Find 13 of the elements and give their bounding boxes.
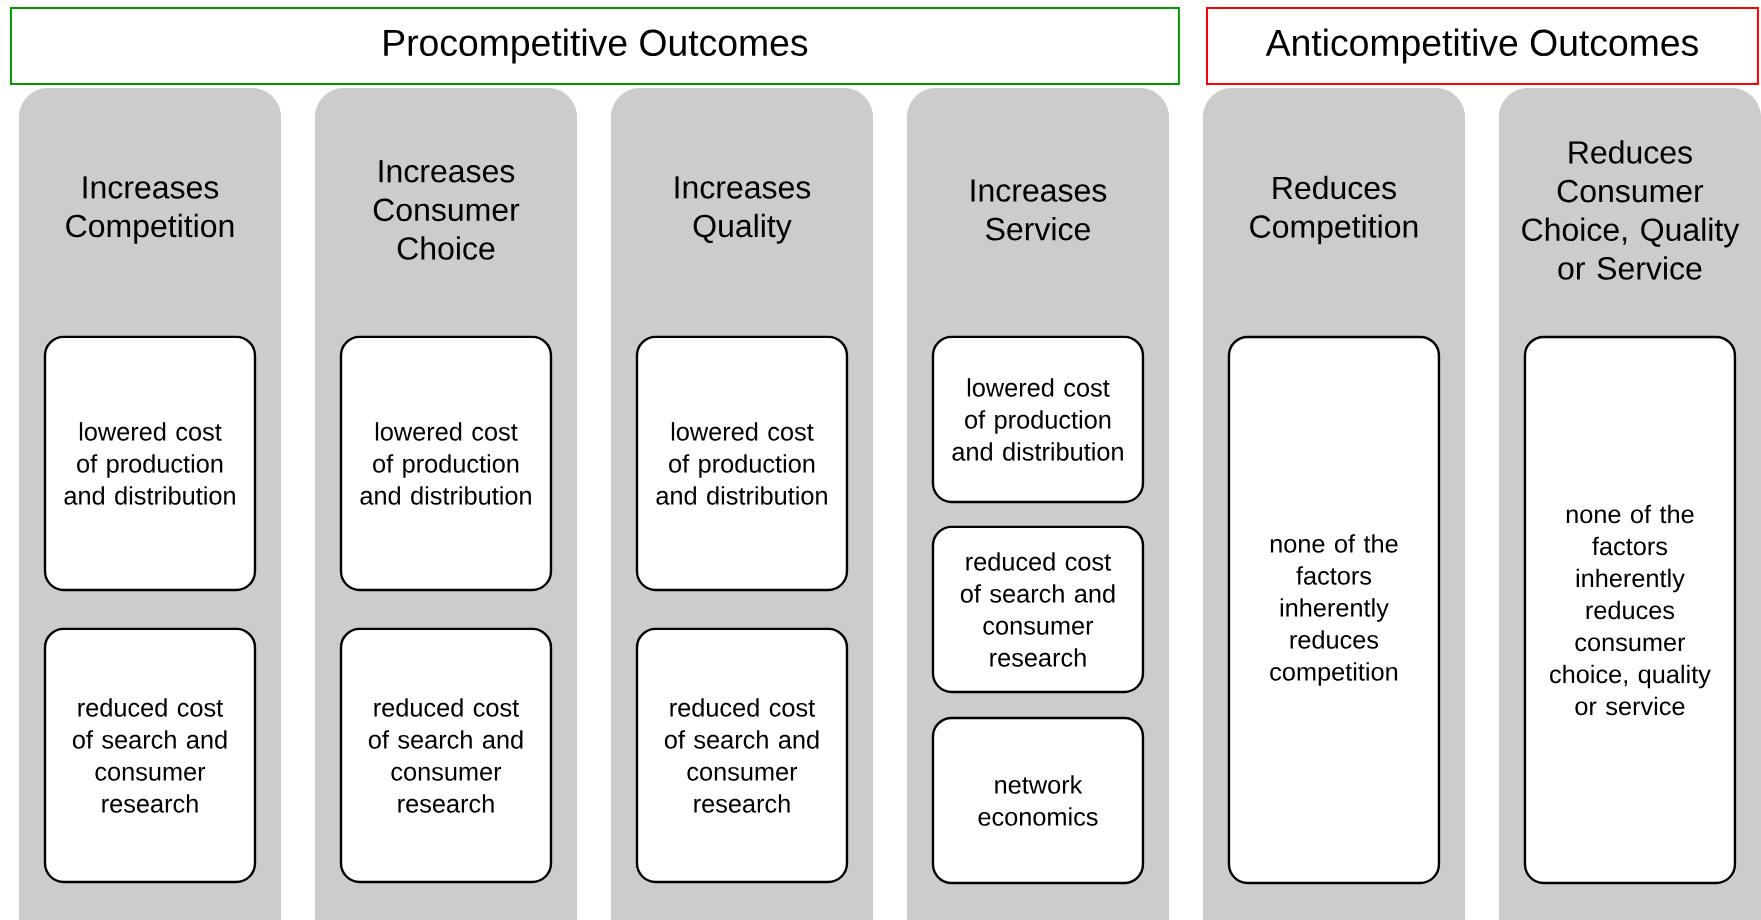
factor-box: lowered cost of production and distribution — [339, 335, 553, 592]
factor-box: reduced cost of search and consumer research — [43, 627, 257, 884]
factor-box: reduced cost of search and consumer research — [635, 627, 849, 884]
section-header: Procompetitive Outcomes — [9, 7, 1180, 85]
section-header: Anticompetitive Outcomes — [1206, 7, 1759, 85]
factor-box: lowered cost of production and distribution — [635, 335, 849, 592]
factor-box: lowered cost of production and distribution — [931, 335, 1145, 504]
factor-box: reduced cost of search and consumer research — [931, 525, 1145, 694]
factor-box: none of the factors inherently reduces consumer choice, quality or service — [1523, 335, 1737, 885]
factor-box: network economics — [931, 716, 1145, 885]
factor-box: reduced cost of search and consumer research — [339, 627, 553, 884]
factor-box: none of the factors inherently reduces competition — [1227, 335, 1441, 885]
factor-box: lowered cost of production and distribution — [43, 335, 257, 592]
